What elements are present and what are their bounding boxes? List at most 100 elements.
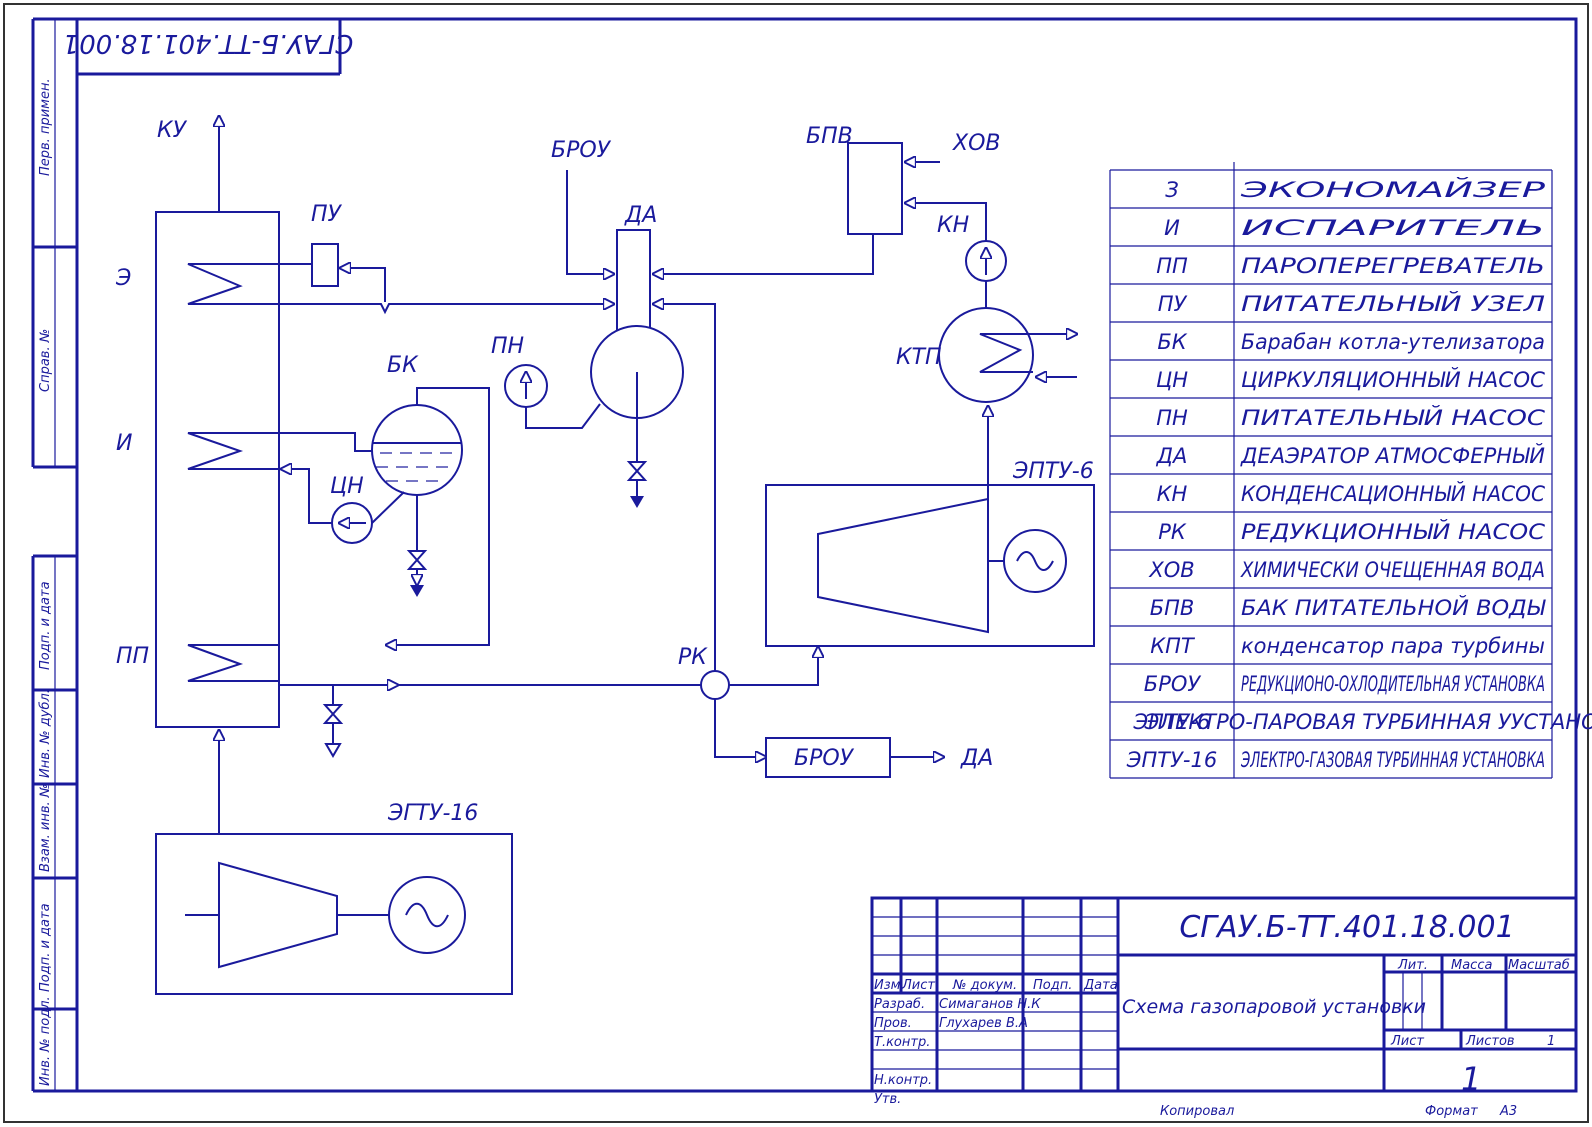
tb-title: Схема газопаровой установки [1122, 996, 1426, 1018]
pipe-drum-to-superheater [386, 387, 490, 645]
label-hov: ХОВ [952, 131, 1000, 156]
tb-format-label: Формат [1425, 1104, 1478, 1119]
legend-desc: ЭКОНОМАЙЗЕР [1239, 177, 1545, 202]
legend-code: КПТ [1150, 634, 1196, 658]
pipe-rk-to-deaerator [653, 304, 716, 671]
tb-row-prov: Пров. [874, 1016, 912, 1031]
label-ky: КУ [157, 118, 188, 143]
label-e: Э [115, 266, 131, 291]
economizer-coil [187, 263, 279, 305]
tb-massa: Масса [1451, 958, 1492, 973]
legend-code: И [1164, 216, 1180, 240]
tb-lit: Лит. [1397, 958, 1428, 973]
pipe-drum-to-cn [371, 491, 405, 524]
tb-col-list: Лист [901, 978, 935, 993]
legend-code: БРОУ [1144, 672, 1202, 696]
steam-turbine-unit [765, 484, 1095, 647]
strip-inv-dubl: Инв. № дубл. [38, 689, 53, 778]
label-pp: ПП [116, 644, 149, 669]
tb-row-utv: Утв. [874, 1092, 901, 1107]
legend-desc: ХИМИЧЕСКИ ОЧЕЩЕННАЯ ВОДА [1240, 558, 1545, 582]
legend-desc: ЭЛЕКТРО-ПАРОВАЯ ТУРБИННАЯ УУСТАНОВКА [1144, 710, 1592, 734]
legend-desc: Барабан котла-утелизатора [1241, 330, 1545, 354]
label-ktp: КТП [896, 345, 942, 370]
legend-desc: ЦИРКУЛЯЦИОННЫЙ НАСОС [1241, 367, 1545, 392]
steam-turbine-generator [1003, 529, 1067, 593]
strip-podp-data-1: Подп. и дата [38, 581, 53, 670]
gas-turbine-unit [155, 833, 513, 995]
label-da-out: ДА [960, 746, 993, 771]
tb-kopiroval: Копировал [1160, 1104, 1234, 1119]
legend-code: КН [1157, 482, 1188, 506]
tb-masshtab: Масштаб [1508, 958, 1570, 973]
strip-podp-data-2: Подп. и дата [38, 903, 53, 992]
legend-code: ПУ [1158, 292, 1188, 316]
legend-desc: КОНДЕНСАЦИОННЫЙ НАСОС [1241, 481, 1545, 506]
strip-sprav-no: Справ. № [38, 329, 53, 392]
feed-water-tank [847, 142, 903, 235]
legend-code: БК [1157, 330, 1187, 354]
label-bk: БК [387, 353, 419, 378]
tb-sheet-number: 1 [1461, 1060, 1481, 1098]
drum-drain-valve [406, 550, 428, 570]
strip-vzam-inv: Взам. инв. № [38, 784, 53, 872]
pipe-deaerator-to-pn [525, 403, 601, 429]
legend-code: ДА [1156, 444, 1188, 468]
legend-code: ЭПТУ-6 [1132, 710, 1210, 734]
pipe-bpv-to-deaerator [653, 234, 874, 274]
legend-desc: конденсатор пара турбины [1241, 634, 1545, 658]
tb-col-doc: № докум. [952, 978, 1017, 993]
steam-turbine [817, 497, 989, 634]
legend-desc: РЕДУКЦИОННЫЙ НАСОС [1241, 519, 1545, 544]
superheater-coil [187, 644, 279, 682]
legend-desc: РЕДУКЦИОНО-ОХЛОДИТЕЛЬНАЯ УСТАНОВКА [1241, 672, 1545, 696]
legend-code: ЦН [1156, 368, 1188, 392]
legend-code: ПН [1156, 406, 1188, 430]
title-block [870, 896, 1578, 1093]
pipe-feed-from-deaerator [340, 268, 386, 302]
legend-desc: БАК ПИТАТЕЛЬНОЙ ВОДЫ [1241, 595, 1546, 620]
label-kn: КН [937, 213, 969, 238]
label-py: ПУ [311, 202, 343, 227]
pipe-kn-to-bpv [905, 203, 987, 242]
pipe-rk-to-brou [714, 699, 766, 757]
pipe-brou-to-deaerator [566, 170, 614, 274]
legend-code: РК [1158, 520, 1187, 544]
gas-turbine [218, 861, 338, 969]
turbine-condenser [938, 307, 1034, 403]
tb-listov-label: Листов [1465, 1034, 1515, 1049]
tb-list-label: Лист [1390, 1034, 1424, 1049]
tb-razrab-name: Симаганов Н.К [939, 997, 1041, 1012]
strip-perv-primen: Перв. примен. [38, 78, 53, 176]
label-egtu16: ЭГТУ-16 [387, 801, 478, 826]
strip-inv-podl: Инв. № подл. [38, 996, 53, 1086]
superheater-drain-valve [322, 704, 344, 724]
tb-col-podp: Подп. [1033, 978, 1072, 993]
label-brou-box: БРОУ [794, 746, 855, 771]
legend-desc: ЭЛЕКТРО-ГАЗОВАЯ ТУРБИННАЯ УСТАНОВКА [1240, 748, 1545, 772]
heat-recovery-boiler [155, 116, 280, 728]
legend-desc: ИСПАРИТЕЛЬ [1241, 216, 1545, 240]
feed-unit-box [311, 243, 339, 287]
inverted-stamp: СГАУ.Б-ТТ.401.18.001 [63, 19, 354, 76]
label-eptu6: ЭПТУ-6 [1012, 459, 1094, 484]
legend-desc: ПАРОПЕРЕГРЕВАТЕЛЬ [1241, 254, 1545, 278]
legend-desc: ДЕАЭРАТОР АТМОСФЕРНЫЙ [1240, 443, 1545, 468]
pipe-evaporator-to-drum [279, 432, 372, 452]
tb-format-value: А3 [1499, 1104, 1517, 1119]
tb-prov-name: Глухарев В.А [939, 1016, 1028, 1031]
legend-desc: ПИТАТЕЛЬНЫЙ УЗЕЛ [1241, 291, 1545, 316]
label-i: И [116, 431, 132, 456]
label-brou-top: БРОУ [551, 138, 612, 163]
tb-row-nkontr: Н.контр. [874, 1073, 932, 1088]
pipe-cn-to-evaporator [281, 469, 332, 524]
boiler-drum [371, 404, 463, 496]
label-bpv: БПВ [806, 124, 853, 149]
condenser-coil [979, 333, 1033, 373]
legend-desc: ПИТАТЕЛЬНЫЙ НАСОС [1241, 405, 1545, 430]
pipe-rk-to-turbine [729, 647, 818, 686]
legend-code: БПВ [1150, 596, 1195, 620]
label-rk: РК [678, 645, 708, 670]
inverted-stamp-code: СГАУ.Б-ТТ.401.18.001 [63, 28, 354, 58]
